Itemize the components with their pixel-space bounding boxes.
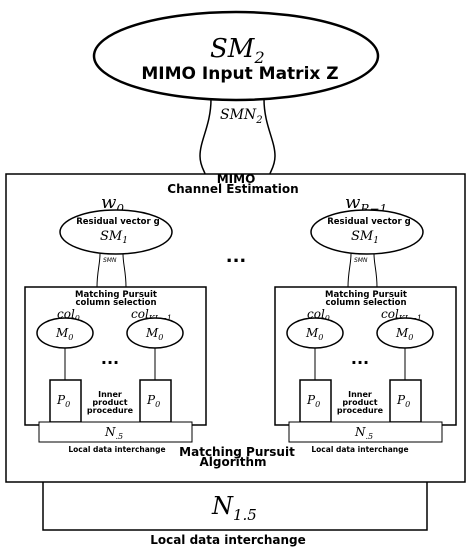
wr1-n5-node [288,421,443,443]
wr1-col-ellipsis: ... [351,349,369,368]
wr1-inner-2: product [342,398,377,407]
w0-col-ellipsis: ... [101,349,119,368]
smn2-label: SMN2 [220,107,263,126]
w0-inner-1: Inner [98,390,122,399]
wr1-sm1-node [310,209,424,255]
mp-algorithm-title-1: Matching Pursuit [179,445,295,459]
wr1-residual-caption: Residual vector g [327,217,411,227]
wr1-smn-link-right [373,253,378,288]
sm2-label: SM2 [210,34,265,67]
wr1-n5-label: N.5 [354,425,373,441]
worker-wr1: wR−1 Residual vector g SM1 SMN Matching … [274,192,457,454]
n15-label: N1.5 [211,492,257,524]
wr1-m0-right-label: M0 [395,326,413,342]
wr1-inner-1: Inner [348,390,372,399]
w0-p0-left-label: P0 [56,393,70,409]
bottom-interchange-caption: Local data interchange [150,533,306,547]
w0-mp-title-1: Matching Pursuit [75,290,157,300]
w0-smn-label: SMN [103,257,117,264]
mimo-input-caption: MIMO Input Matrix Z [141,64,338,84]
wr1-p0-right-label: P0 [396,393,410,409]
smn2-link-left [199,98,212,175]
w0-residual-caption: Residual vector g [76,217,160,227]
worker-w0: w0 Residual vector g SM1 SMN Matching Pu… [24,192,207,454]
w0-mp-title-2: column selection [75,298,156,308]
w0-smn-link-right [122,253,127,288]
w0-inner-2: product [92,398,127,407]
w0-sm1-node [59,209,173,255]
w0-inner-3: procedure [87,406,134,415]
wr1-p0-left-label: P0 [306,393,320,409]
wr1-m0-left-label: M0 [305,326,323,342]
smn2-link-right [263,98,276,175]
w0-sm1-label: SM1 [100,229,128,246]
wr1-inner-3: procedure [337,406,384,415]
wr1-mp-title-2: column selection [325,298,406,308]
mimo-title: MIMO [217,172,256,186]
w0-p0-right-label: P0 [146,393,160,409]
w0-n5-label: N.5 [104,425,123,441]
sm2-node [92,10,380,102]
wr1-interchange-caption: Local data interchange [311,445,408,454]
w0-interchange-caption: Local data interchange [68,445,165,454]
w0-m0-left-label: M0 [55,326,73,342]
wr1-mp-title-1: Matching Pursuit [325,290,407,300]
wr1-sm1-label: SM1 [351,229,379,246]
w0-label: w0 [101,192,124,216]
mp-algorithm-title-2: Algorithm [199,455,266,469]
wr1-smn-label: SMN [354,257,368,264]
workers-ellipsis: ... [226,246,247,267]
w0-m0-right-label: M0 [145,326,163,342]
w0-smn-link-left [96,253,101,288]
channel-estimation-title: Channel Estimation [167,182,298,196]
wr1-p0-right-node [389,379,422,423]
wr1-smn-link-left [347,253,352,288]
w0-n5-node [38,421,193,443]
